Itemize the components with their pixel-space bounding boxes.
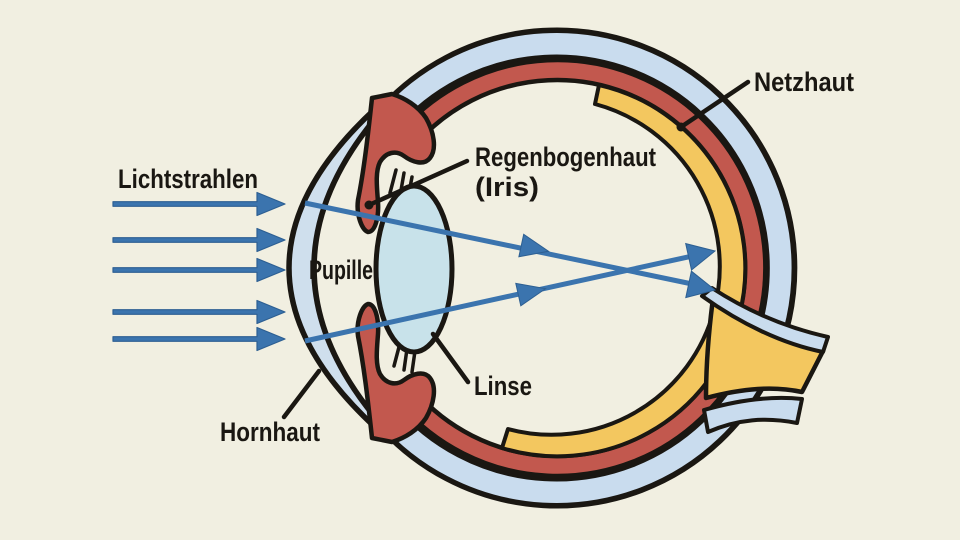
cornea-pointer-line — [281, 368, 322, 420]
optic-nerve-sheath-top — [700, 286, 830, 354]
retina-band — [500, 83, 748, 459]
light-ray-arrow — [112, 257, 286, 283]
pointer-lines — [281, 79, 751, 420]
label-regenbogenhaut: Regenbogenhaut — [475, 142, 656, 172]
iris — [355, 91, 437, 445]
labels: Lichtstrahlen Netzhaut Regenbogenhaut (I… — [118, 67, 854, 447]
refracted-ray-lower — [304, 252, 698, 344]
retina-pointer-dot — [676, 122, 686, 132]
ray-arrowhead-focal-lower — [685, 270, 717, 299]
retina-pointer-line — [678, 79, 751, 130]
label-linse: Linse — [474, 371, 532, 401]
ray-arrowhead-mid-lower — [515, 282, 547, 307]
iris-pointer-line — [366, 158, 470, 208]
sclera-band — [376, 33, 792, 503]
optic-nerve — [700, 286, 830, 434]
label-iris: (Iris) — [475, 172, 539, 202]
lens-shape — [373, 183, 455, 355]
ray-arrowhead-focal-upper — [685, 242, 717, 271]
eyeball-outer-outline — [372, 27, 798, 509]
incoming-light-arrows — [112, 191, 286, 352]
label-hornhaut: Hornhaut — [220, 417, 320, 447]
light-ray-arrow — [112, 191, 286, 217]
ray-arrowhead-mid-upper — [518, 233, 550, 258]
iris-lower — [355, 301, 437, 445]
label-netzhaut: Netzhaut — [754, 67, 854, 97]
lens-pointer-line — [430, 331, 471, 385]
iris-pointer-dot — [364, 200, 374, 210]
optic-nerve-sheath-bottom — [702, 395, 804, 434]
iris-upper — [355, 91, 437, 235]
light-ray-arrow — [112, 326, 286, 352]
light-ray-arrow — [112, 299, 286, 325]
refracted-rays — [304, 200, 717, 344]
zonule-fibers — [388, 168, 417, 374]
label-pupille: Pupille — [309, 255, 373, 285]
label-lichtstrahlen: Lichtstrahlen — [118, 164, 258, 194]
light-ray-arrow — [112, 227, 286, 253]
